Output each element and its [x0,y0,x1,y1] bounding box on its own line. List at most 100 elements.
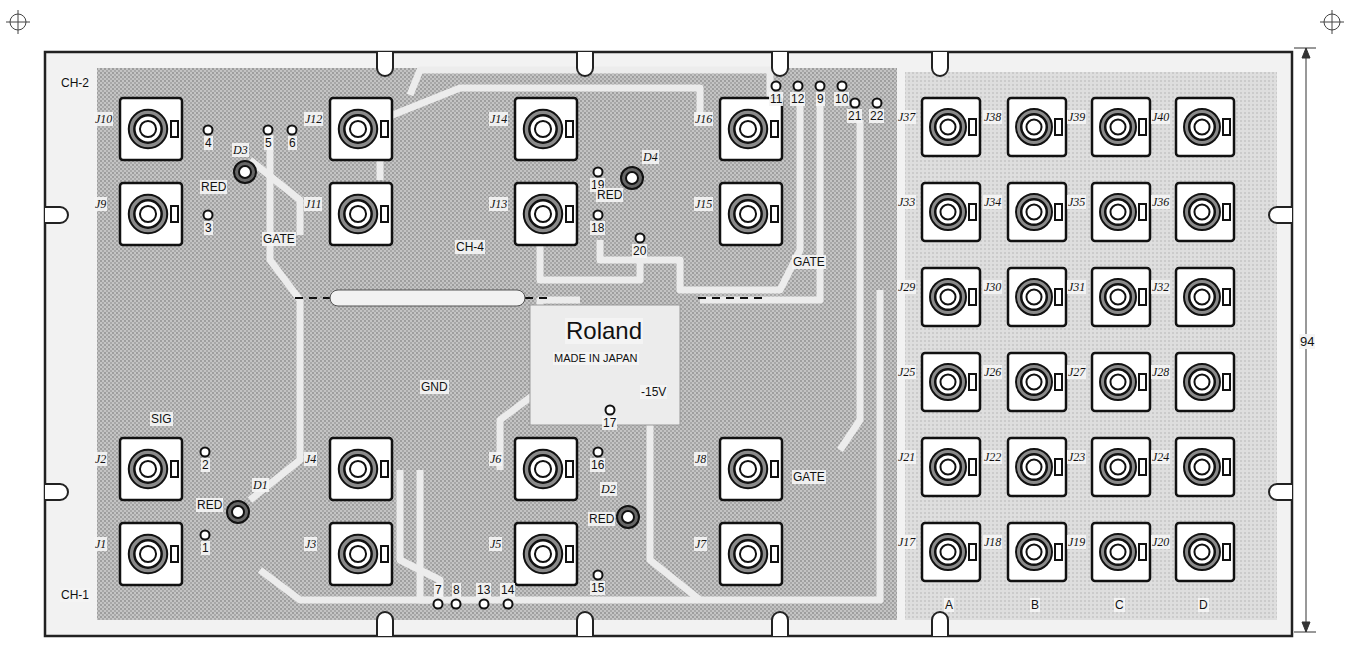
jack-footprint [922,523,980,581]
jack-pad [1184,279,1220,315]
jack-hole [1026,119,1041,134]
jack-pad [1184,364,1220,400]
jack-ring [1021,454,1047,480]
jack-ring [1189,114,1215,140]
silkscreen-label: B [1030,598,1040,612]
silkscreen-label: -15V [640,385,667,399]
solder-pad [636,234,645,243]
jack-tab [566,206,573,222]
jack-footprint [330,183,392,245]
silkscreen-label: GND [420,380,449,394]
jack-footprint [1092,523,1150,581]
jack-hole [535,121,551,137]
jack-ring [344,455,371,482]
jack-ring [734,455,761,482]
jack-designator: J4 [304,452,317,466]
jack-footprint [922,438,980,496]
jack-outline [1176,98,1234,156]
jack-outline [1092,523,1150,581]
jack-hole [940,204,955,219]
jack-tab [381,121,388,137]
jack-ring [1021,284,1047,310]
jack-designator: J7 [694,537,707,551]
jack-ring [134,115,161,142]
jack-hole [1110,119,1125,134]
marking-panel [530,305,680,425]
jack-tab [969,204,976,220]
jack-ring [529,200,556,227]
jack-footprint [330,98,392,160]
jack-hole [140,461,156,477]
jack-footprint [1176,353,1234,411]
jack-pad [1100,449,1136,485]
jack-outline [1008,183,1066,241]
jack-pad [524,195,562,233]
jack-outline [120,438,182,500]
solder-pad [201,448,210,457]
silkscreen-label: D [1198,598,1209,612]
jack-hole [1110,204,1125,219]
jack-designator: J28 [1151,365,1170,379]
jack-footprint [1008,438,1066,496]
jack-designator: J33 [897,195,916,209]
jack-ring [734,540,761,567]
jack-hole [740,206,756,222]
solder-pad [838,82,847,91]
jack-tab [969,374,976,390]
jack-pad [129,535,167,573]
jack-pad [524,110,562,148]
jack-designator: J23 [1067,450,1086,464]
jack-outline [922,523,980,581]
jack-pad [930,279,966,315]
jack-outline [1176,183,1234,241]
jack-ring [1189,539,1215,565]
silkscreen-label: D2 [600,482,617,496]
silkscreen-label: A [944,598,954,612]
led-footprint [227,501,249,523]
jack-ring [1105,539,1131,565]
jack-ring [1021,539,1047,565]
jack-tab [1223,204,1230,220]
jack-ring [529,540,556,567]
jack-pad [729,110,767,148]
jack-hole [1110,544,1125,559]
jack-hole [1110,374,1125,389]
jack-ring [935,114,961,140]
jack-outline [720,523,782,585]
jack-footprint [515,523,577,585]
jack-pad [729,535,767,573]
jack-hole [535,461,551,477]
jack-hole [1026,204,1041,219]
jack-tab [171,546,178,562]
pad-number: 14 [500,583,515,597]
jack-outline [922,183,980,241]
jack-outline [515,183,577,245]
jack-pad [1100,194,1136,230]
jack-hole [1194,204,1209,219]
jack-tab [171,121,178,137]
jack-pad [1184,534,1220,570]
jack-footprint [720,523,782,585]
slot [330,290,525,306]
jack-designator: J20 [1151,535,1170,549]
jack-footprint [1008,183,1066,241]
jack-outline [330,523,392,585]
jack-designator: J1 [94,537,107,551]
jack-pad [1100,109,1136,145]
jack-ring [734,200,761,227]
pad-number: 1 [201,541,210,555]
jack-footprint [515,98,577,160]
jack-outline [1092,98,1150,156]
solder-pad [772,82,781,91]
jack-tab [969,289,976,305]
jack-outline [922,353,980,411]
jack-pad [339,195,377,233]
jack-footprint [922,183,980,241]
jack-pad [1016,279,1052,315]
jack-footprint [1092,98,1150,156]
jack-outline [1092,268,1150,326]
jack-footprint [120,438,182,500]
jack-designator: J19 [1067,535,1086,549]
jack-ring [1105,369,1131,395]
